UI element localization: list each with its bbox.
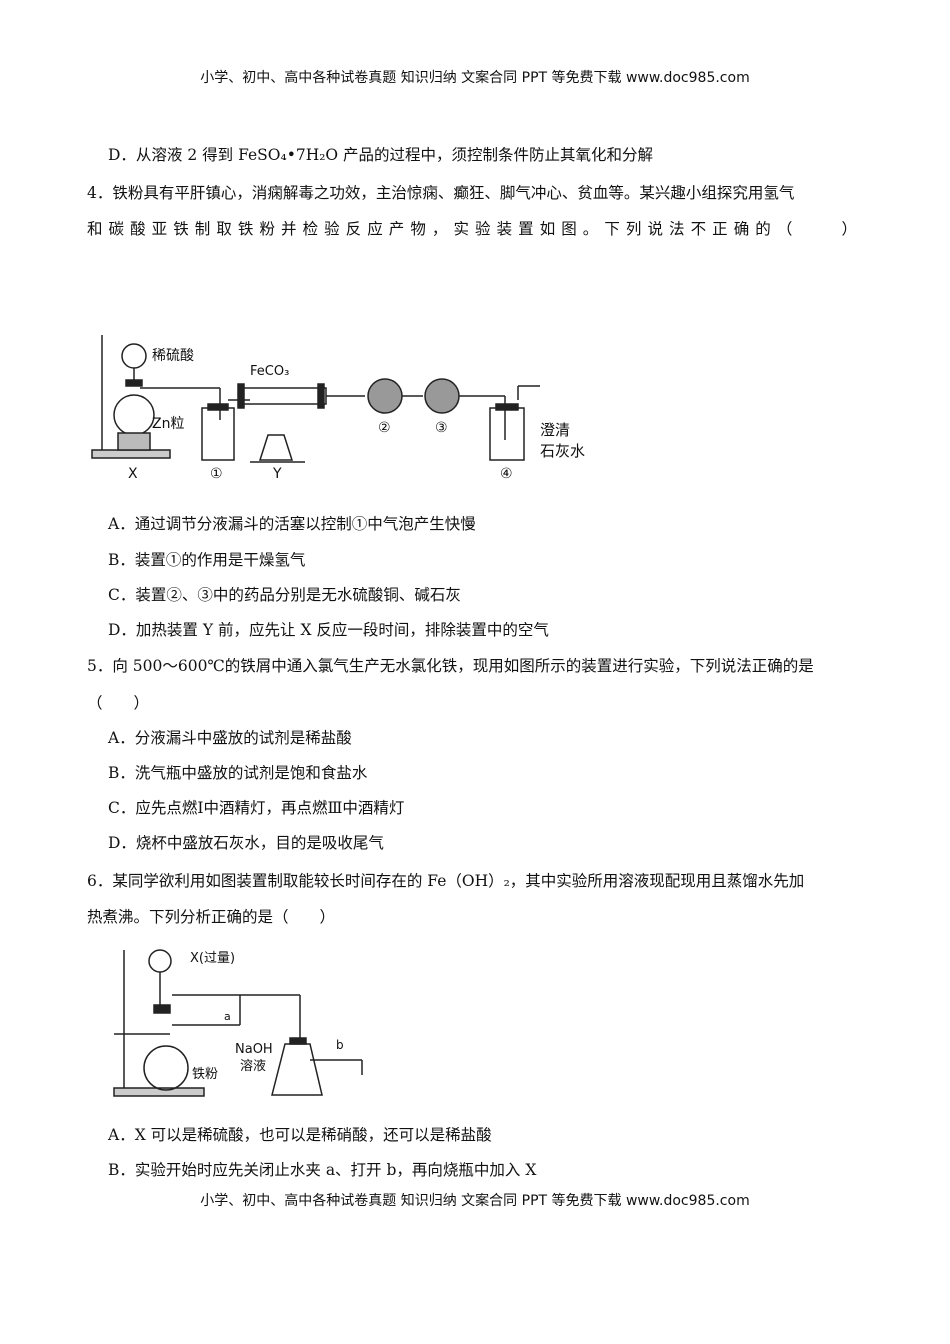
q6-stem-line1: 6．某同学欲利用如图装置制取能较长时间存在的 Fe（OH）₂，其中实验所用溶液现… bbox=[87, 872, 805, 890]
q6-option-a: A．X 可以是稀硫酸，也可以是稀硝酸，还可以是稀盐酸 bbox=[108, 1126, 492, 1144]
q5-stem-line1: 5．向 500～600℃的铁屑中通入氯气生产无水氯化铁，现用如图所示的装置进行实… bbox=[87, 657, 814, 675]
q5-option-a: A．分液漏斗中盛放的试剂是稀盐酸 bbox=[108, 729, 352, 747]
q4-option-d: D．加热装置 Y 前，应先让 X 反应一段时间，排除装置中的空气 bbox=[108, 621, 549, 639]
q5-stem-line2: （ ） bbox=[87, 694, 150, 712]
q5-option-b: B．洗气瓶中盛放的试剂是饱和食盐水 bbox=[108, 764, 368, 782]
q6-stem-line2: 热煮沸。下列分析正确的是（ ） bbox=[87, 908, 336, 926]
label-zn: Zn粒 bbox=[152, 416, 184, 432]
q5-option-d: D．烧杯中盛放石灰水，目的是吸收尾气 bbox=[108, 834, 384, 852]
q6-option-b: B．实验开始时应先关闭止水夹 a、打开 b，再向烧瓶中加入 X bbox=[108, 1161, 537, 1179]
q6-apparatus-figure: X(过量) a b NaOH 溶液 铁粉 bbox=[113, 949, 363, 1097]
label-dilute-sulfuric-acid: 稀硫酸 bbox=[152, 348, 194, 364]
label-lime-2: 石灰水 bbox=[540, 442, 585, 460]
label-3: ③ bbox=[435, 420, 448, 436]
q4-option-a: A．通过调节分液漏斗的活塞以控制①中气泡产生快慢 bbox=[108, 515, 476, 533]
q4-stem-line1: 4．铁粉具有平肝镇心，消痫解毒之功效，主治惊痫、癫狂、脚气冲心、贫血等。某兴趣小… bbox=[87, 184, 795, 202]
q4-stem-line2: 和碳酸亚铁制取铁粉并检验反应产物，实验装置如图。下列说法不正确的（ ） bbox=[87, 220, 857, 238]
page-footer: 小学、初中、高中各种试卷真题 知识归纳 文案合同 PPT 等免费下载 www.d… bbox=[200, 1193, 750, 1209]
label-solution: 溶液 bbox=[240, 1059, 266, 1074]
q4-option-b: B．装置①的作用是干燥氢气 bbox=[108, 551, 306, 569]
label-naoh: NaOH bbox=[235, 1042, 273, 1057]
label-y: Y bbox=[272, 466, 282, 482]
label-a: a bbox=[224, 1010, 231, 1023]
page-header: 小学、初中、高中各种试卷真题 知识归纳 文案合同 PPT 等免费下载 www.d… bbox=[200, 70, 750, 86]
q4-option-c: C．装置②、③中的药品分别是无水硫酸铜、碱石灰 bbox=[108, 586, 461, 604]
label-lime-1: 澄清 bbox=[540, 421, 570, 439]
q4-apparatus-figure: 稀硫酸 Zn粒 X FeCO₃ Y ① ② ③ ④ 澄清 石灰水 bbox=[91, 335, 585, 482]
label-4: ④ bbox=[500, 466, 513, 482]
q3-option-d: D．从溶液 2 得到 FeSO₄•7H₂O 产品的过程中，须控制条件防止其氧化和… bbox=[108, 146, 654, 164]
label-1: ① bbox=[210, 466, 223, 482]
label-b: b bbox=[336, 1038, 344, 1052]
label-feco3: FeCO₃ bbox=[250, 364, 289, 379]
label-x-excess: X(过量) bbox=[190, 951, 235, 966]
label-2: ② bbox=[378, 420, 391, 436]
label-x: X bbox=[128, 466, 138, 482]
q5-option-c: C．应先点燃Ⅰ中酒精灯，再点燃Ⅲ中酒精灯 bbox=[108, 799, 405, 817]
label-iron-powder: 铁粉 bbox=[192, 1067, 218, 1082]
